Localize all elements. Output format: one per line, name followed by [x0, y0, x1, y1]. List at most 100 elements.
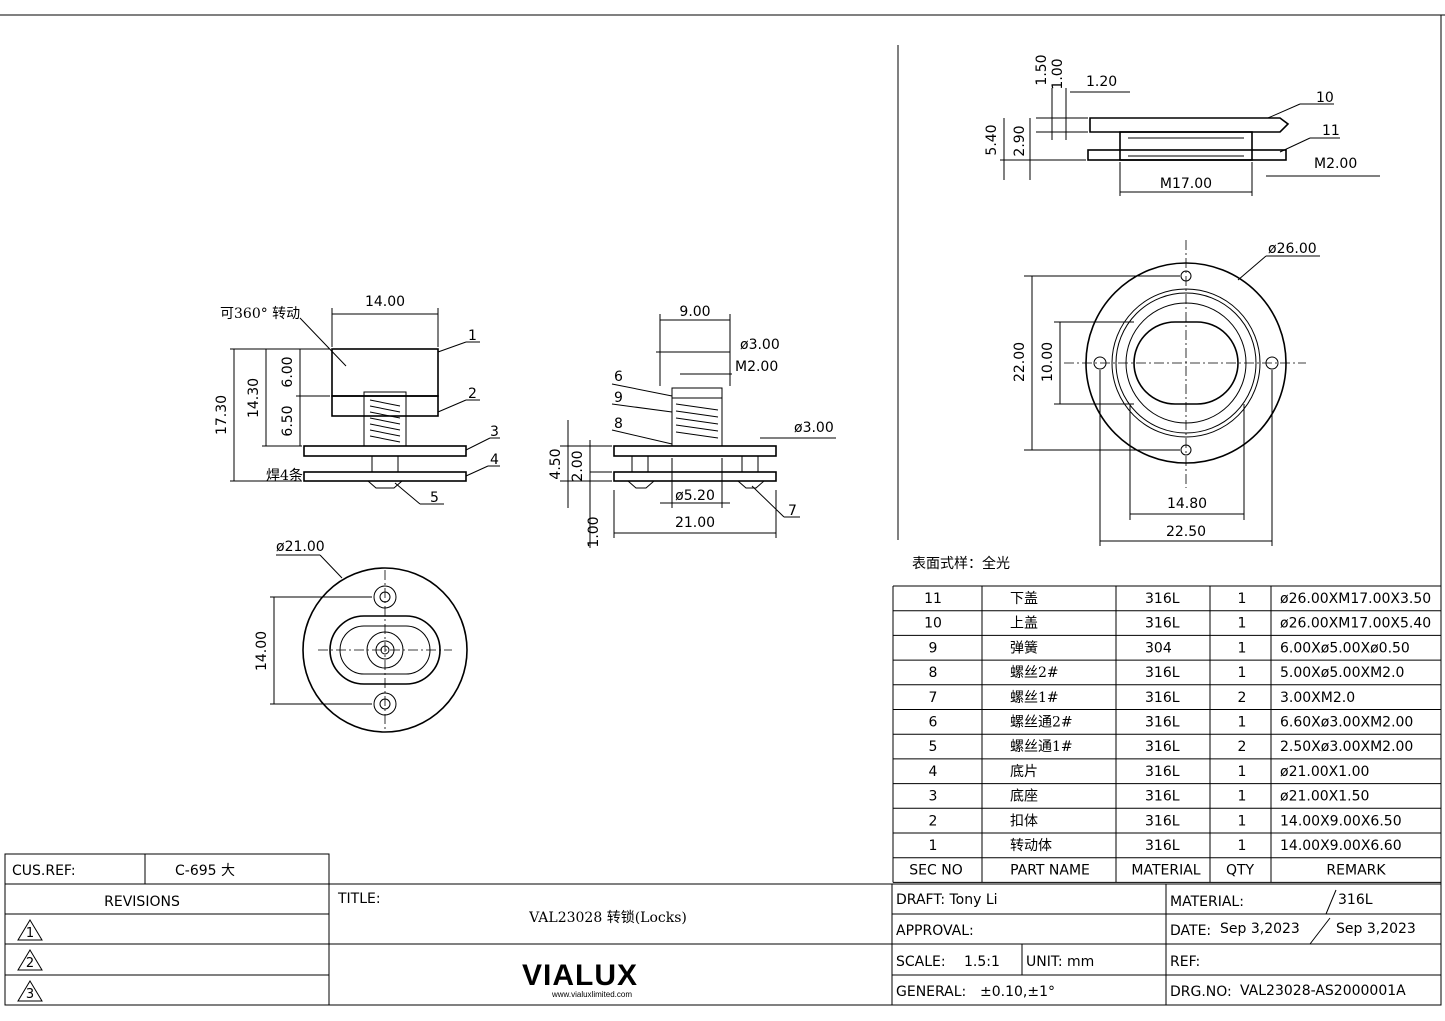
- bom-cell: 316L: [1145, 690, 1180, 706]
- bom-cell: 9: [929, 640, 938, 656]
- balloon-8: 8: [614, 416, 623, 432]
- revision-mark-2: 2: [17, 949, 43, 971]
- bom-cell: 1: [1238, 813, 1247, 829]
- dim-bottom-dia: ø21.00: [276, 539, 325, 555]
- bom-cell: 1: [1238, 838, 1247, 854]
- bom-cell: 2: [1238, 739, 1247, 755]
- balloon-7: 7: [788, 503, 797, 519]
- vialux-url: www.vialuxlimited.com: [551, 990, 632, 999]
- cap-plan-view: 22.00 10.00 14.80 22.50 ø26.00: [1012, 240, 1320, 546]
- dim-cap-d3: 1.20: [1086, 74, 1117, 90]
- balloon-11: 11: [1322, 123, 1340, 139]
- bom-cell: 底片: [1010, 764, 1038, 780]
- dim-side-width: 9.00: [679, 304, 710, 320]
- cap-section-view: 1.50 1.00 1.20 5.40 2.90 M17.00 M2.00 10…: [984, 54, 1380, 196]
- bom-cell: 2: [929, 813, 938, 829]
- side-base-seat: [613, 445, 777, 457]
- balloon-5: 5: [430, 490, 439, 506]
- bom-cell: 1: [1238, 616, 1247, 632]
- dim-plan-w2: 22.50: [1166, 524, 1206, 540]
- spring-coils: [369, 399, 401, 443]
- bom-cell: 316L: [1145, 764, 1180, 780]
- bom-header: PART NAME: [1010, 863, 1090, 879]
- note-weld: 焊4条: [266, 467, 303, 484]
- vialux-logo: VIALUX: [522, 959, 638, 992]
- unit-field: UNIT: mm: [1026, 954, 1094, 970]
- bom-cell: 316L: [1145, 838, 1180, 854]
- bom-cell: 316L: [1145, 591, 1180, 607]
- title-block: CUS.REF: C-695 大 REVISIONS 1 2 3 TITLE: …: [4, 853, 1442, 1006]
- revisions-label: REVISIONS: [104, 894, 180, 910]
- drg-value: VAL23028-AS2000001A: [1240, 983, 1406, 999]
- dim-cap-thread: M17.00: [1160, 176, 1212, 192]
- bom-cell: 316L: [1145, 665, 1180, 681]
- dim-side-h1: 4.50: [548, 448, 564, 479]
- dim-cap-d5: 2.90: [1012, 125, 1028, 156]
- part-rotating-body: [331, 348, 439, 397]
- note-rotate: 可360° 转动: [220, 306, 300, 322]
- spring-body: [671, 397, 723, 447]
- dim-cap-d4: 5.40: [984, 124, 1000, 155]
- material-value: 316L: [1338, 892, 1373, 908]
- dim-h-total1: 14.30: [246, 378, 262, 418]
- balloon-9: 9: [614, 390, 623, 406]
- bom-cell: 6.60Xø3.00XM2.00: [1280, 715, 1413, 731]
- bom-cell: 螺丝1#: [1010, 690, 1059, 706]
- cus-ref-label: CUS.REF:: [12, 863, 76, 879]
- screw-head-top: [671, 387, 723, 399]
- dim-cap-d2: 1.00: [1050, 58, 1066, 89]
- bom-cell: 弹簧: [1010, 640, 1038, 656]
- bottom-view: 14.00 ø21.00: [254, 539, 468, 733]
- bom-cell: 2: [1238, 690, 1247, 706]
- revision-mark-3: 3: [17, 980, 43, 1002]
- bom-header: QTY: [1226, 863, 1255, 879]
- bom-cell: 下盖: [1010, 591, 1038, 607]
- balloon-4: 4: [490, 452, 499, 468]
- svg-text:3: 3: [26, 987, 34, 1002]
- bom-cell: 1: [929, 838, 938, 854]
- revision-mark-1: 1: [17, 919, 43, 941]
- bom-cell: 316L: [1145, 715, 1180, 731]
- bom-header: MATERIAL: [1131, 863, 1200, 879]
- bom-cell: 1: [1238, 640, 1247, 656]
- bom-cell: ø21.00X1.00: [1280, 764, 1369, 780]
- bom-cell: 转动体: [1010, 838, 1052, 854]
- draft-field: DRAFT: Tony Li: [896, 892, 998, 908]
- side-view: 9.00 ø3.00 M2.00 ø3.00 4.50 2.00 1.00 ø5…: [548, 304, 836, 548]
- bom-cell: 2.50Xø3.00XM2.00: [1280, 739, 1413, 755]
- bom-header: SEC NO: [909, 863, 962, 879]
- general-value: ±0.10,±1°: [980, 984, 1055, 1000]
- dim-plan-dia: ø26.00: [1268, 241, 1317, 257]
- dim-plan-h2: 10.00: [1040, 342, 1056, 382]
- part-upper-cap: [1089, 117, 1290, 133]
- bom-cell: 3.00XM2.0: [1280, 690, 1355, 706]
- dim-h-total2: 17.30: [214, 395, 230, 435]
- drg-label: DRG.NO:: [1170, 984, 1232, 1000]
- scale-value: 1.5:1: [964, 954, 1000, 970]
- bom-cell: 螺丝通2#: [1010, 715, 1073, 731]
- dim-plan-w1: 14.80: [1167, 496, 1207, 512]
- bom-cell: 11: [924, 591, 942, 607]
- side-spring-coils: [675, 403, 719, 439]
- bom-cell: 316L: [1145, 789, 1180, 805]
- general-label: GENERAL:: [896, 984, 966, 1000]
- bom-cell: 3: [929, 789, 938, 805]
- dim-bottom-spacing: 14.00: [254, 631, 270, 671]
- date-value-2: Sep 3,2023: [1336, 921, 1416, 937]
- approval-field: APPROVAL:: [896, 923, 974, 939]
- surface-finish-note: 表面式样：全光: [912, 555, 1010, 572]
- bom-cell: 上盖: [1010, 616, 1038, 632]
- dim-side-dia-top: ø3.00: [740, 337, 780, 353]
- bom-cell: 6: [929, 715, 938, 731]
- bom-cell: 316L: [1145, 616, 1180, 632]
- scale-label: SCALE:: [896, 954, 946, 970]
- bom-cell: 5.00Xø5.00XM2.0: [1280, 665, 1404, 681]
- balloon-6: 6: [614, 369, 623, 385]
- bom-cell: 7: [929, 690, 938, 706]
- bom-cell: 扣体: [1010, 813, 1038, 829]
- date-value-1: Sep 3,2023: [1220, 921, 1300, 937]
- bom-header: REMARK: [1326, 863, 1386, 879]
- bom-cell: 4: [929, 764, 938, 780]
